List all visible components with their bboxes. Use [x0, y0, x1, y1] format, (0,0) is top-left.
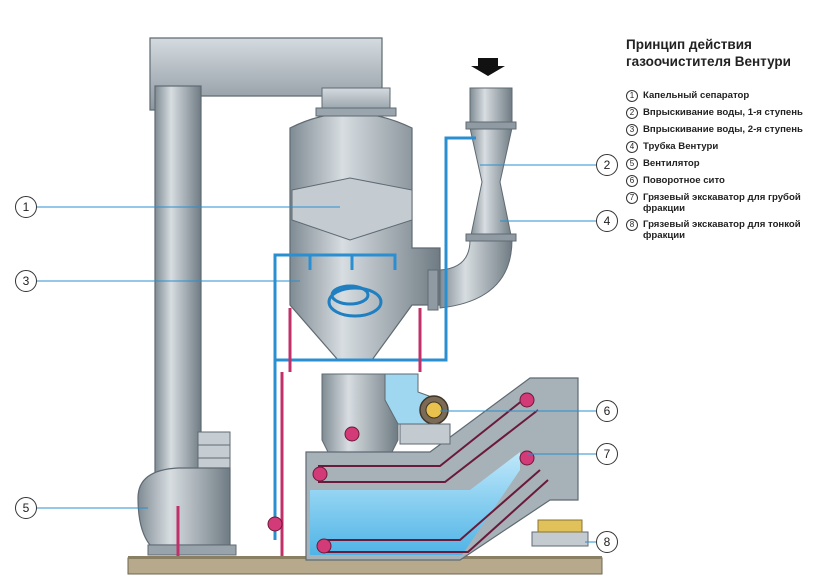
legend-item-8: 8 Грязевый экскаватор для тонкой фракции [626, 219, 821, 241]
legend-number: 7 [626, 192, 638, 204]
diagram-title: Принцип действия газоочистителя Вентури [626, 37, 791, 69]
separator-vessel [289, 112, 441, 361]
callout-7: 7 [596, 443, 618, 465]
conveyor-wheel-mid [519, 450, 535, 466]
legend-item-1: 1 Капельный сепаратор [626, 90, 821, 102]
venturi-tube [427, 87, 517, 311]
left-stack-duct [154, 85, 202, 507]
legend-label: Поворотное сито [643, 175, 725, 186]
legend-label: Трубка Вентури [643, 141, 719, 152]
legend-item-3: 3 Впрыскивание воды, 2-я ступень [626, 124, 821, 136]
conveyor-wheel-top [519, 392, 535, 408]
legend-number: 8 [626, 219, 638, 231]
fine-fraction-bin [531, 519, 589, 547]
callout-1: 1 [15, 196, 37, 218]
legend-number: 2 [626, 107, 638, 119]
callout-8: 8 [596, 531, 618, 553]
legend-number: 5 [626, 158, 638, 170]
legend-label: Грязевый экскаватор для грубой фракции [643, 192, 801, 214]
fan-housing [137, 431, 237, 556]
water-pump [267, 516, 283, 532]
droplet-separator [291, 177, 413, 241]
legend-label: Впрыскивание воды, 2-я ступень [643, 124, 803, 135]
legend-label: Вентилятор [643, 158, 700, 169]
callout-2: 2 [596, 154, 618, 176]
legend-number: 4 [626, 141, 638, 153]
water-piping [273, 136, 476, 540]
callout-4: 4 [596, 210, 618, 232]
water-bath [310, 452, 520, 555]
legend-item-7: 7 Грязевый экскаватор для грубой фракции [626, 192, 821, 214]
legend-item-4: 4 Трубка Вентури [626, 141, 821, 153]
callout-5: 5 [15, 497, 37, 519]
legend-number: 3 [626, 124, 638, 136]
legend-number: 1 [626, 90, 638, 102]
hopper-pump [344, 426, 360, 442]
legend-label: Впрыскивание воды, 1-я ступень [643, 107, 803, 118]
legend-item-6: 6 Поворотное сито [626, 175, 821, 187]
callout-3: 3 [15, 270, 37, 292]
legend-number: 6 [626, 175, 638, 187]
legend-item-5: 5 Вентилятор [626, 158, 821, 170]
legend-item-2: 2 Впрыскивание воды, 1-я ступень [626, 107, 821, 119]
legend-label: Грязевый экскаватор для тонкой фракции [643, 219, 801, 241]
coarse-conveyor-wheel [312, 466, 328, 482]
legend-label: Капельный сепаратор [643, 90, 750, 101]
callout-6: 6 [596, 400, 618, 422]
leader-lines [37, 164, 596, 543]
fine-conveyor-wheel [316, 538, 332, 554]
rotary-sieve [384, 373, 451, 445]
coarse-conveyor-chain [318, 395, 549, 553]
gas-inlet-arrow [471, 58, 505, 76]
